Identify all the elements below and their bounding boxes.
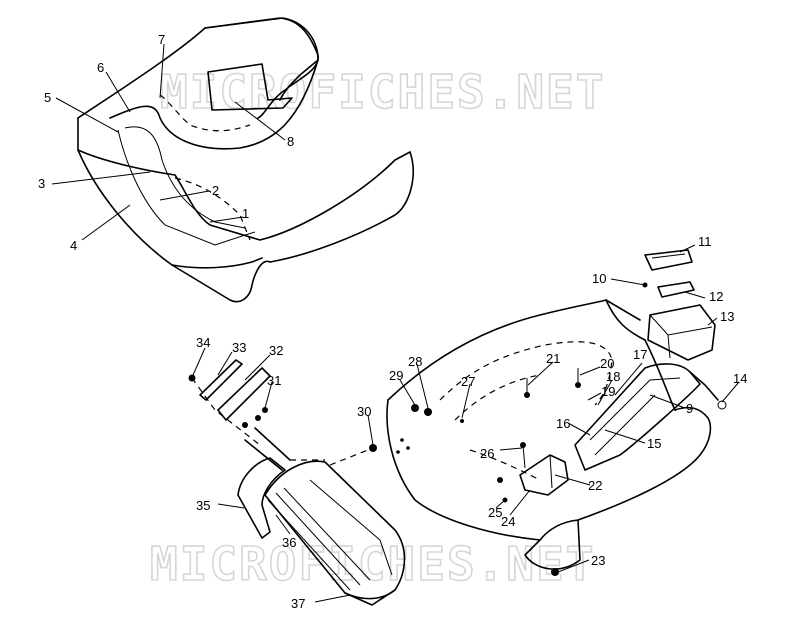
upper-seat-panel — [77, 17, 414, 303]
leader-lines — [51, 43, 740, 603]
watermark-top: MICROFICHES.NET — [160, 65, 605, 119]
callout-20: 20 — [600, 356, 614, 371]
callout-3: 3 — [38, 176, 45, 191]
callout-8: 8 — [287, 134, 294, 149]
callout-37: 37 — [291, 596, 305, 611]
callout-12: 12 — [709, 289, 723, 304]
nuts-31 — [242, 407, 268, 428]
callout-5: 5 — [44, 90, 51, 105]
callout-17: 17 — [633, 347, 647, 362]
callout-4: 4 — [70, 238, 77, 253]
latch-strap — [689, 371, 727, 410]
callout-26: 26 — [480, 446, 494, 461]
callout-36: 36 — [282, 535, 296, 550]
pad-11 — [644, 249, 693, 271]
callout-24: 24 — [501, 514, 515, 529]
front-nose-panel — [264, 460, 406, 606]
box-lid — [657, 281, 695, 298]
watermark-bottom: MICROFICHES.NET — [150, 537, 595, 591]
callout-19: 19 — [601, 384, 615, 399]
callout-31: 31 — [267, 373, 281, 388]
callout-22: 22 — [588, 478, 602, 493]
callout-13: 13 — [720, 309, 734, 324]
callout-28: 28 — [408, 354, 422, 369]
callout-2: 2 — [212, 183, 219, 198]
callout-21: 21 — [546, 351, 560, 366]
callout-18: 18 — [606, 369, 620, 384]
callout-14: 14 — [733, 371, 747, 386]
callout-labels: 1 2 3 4 5 6 7 8 9 10 11 12 13 14 15 16 1… — [38, 32, 747, 611]
callout-34: 34 — [196, 335, 210, 350]
callout-11: 11 — [698, 234, 712, 249]
rod — [244, 427, 291, 471]
strip-33 — [199, 359, 243, 401]
callout-6: 6 — [97, 60, 104, 75]
callout-7: 7 — [158, 32, 165, 47]
callout-10: 10 — [592, 271, 606, 286]
callout-15: 15 — [647, 436, 661, 451]
lower-body-panel — [386, 299, 712, 570]
callout-27: 27 — [461, 374, 475, 389]
callout-29: 29 — [389, 368, 403, 383]
small-bracket-32 — [217, 367, 271, 421]
callout-9: 9 — [686, 401, 693, 416]
callout-35: 35 — [196, 498, 210, 513]
mount-bracket — [519, 454, 569, 496]
callout-25: 25 — [488, 505, 502, 520]
fasteners — [369, 368, 581, 576]
callout-32: 32 — [269, 343, 283, 358]
callout-30: 30 — [357, 404, 371, 419]
hinge-bracket — [574, 363, 701, 471]
callout-33: 33 — [232, 340, 246, 355]
callout-23: 23 — [591, 553, 605, 568]
trim-35 — [237, 457, 286, 539]
storage-box — [647, 304, 716, 361]
callout-16: 16 — [556, 416, 570, 431]
callout-1: 1 — [242, 206, 249, 221]
